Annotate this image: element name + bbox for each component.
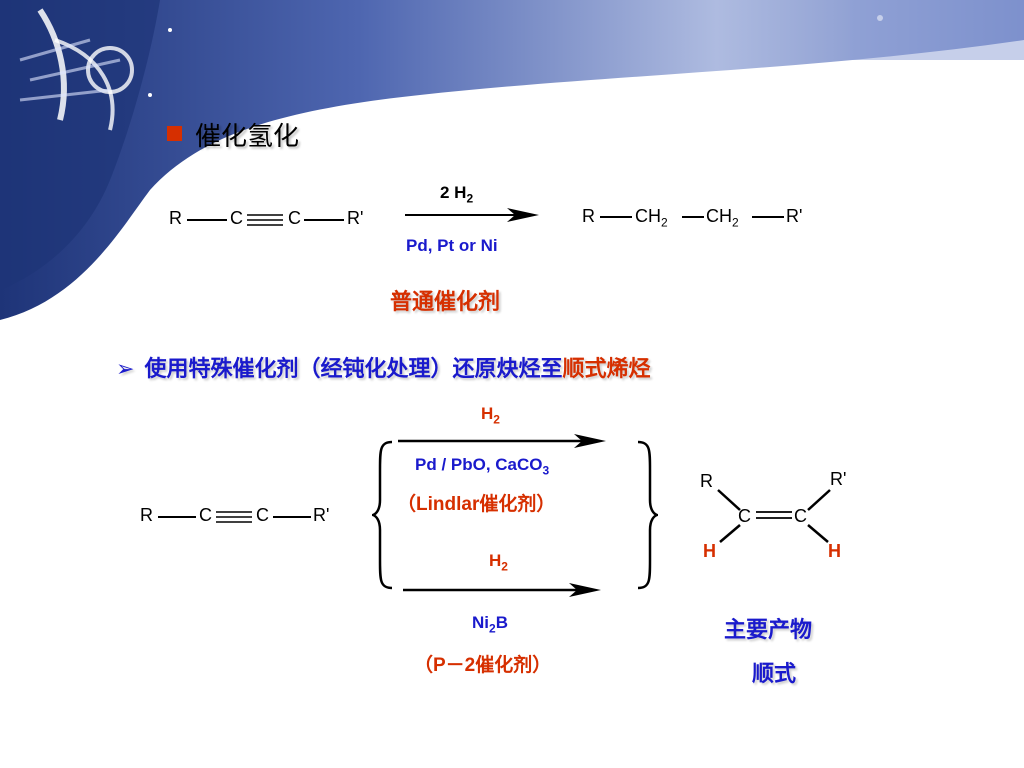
r2-path1-h: H — [481, 404, 494, 423]
r2-product-r: R — [700, 471, 713, 491]
r2-path1-cat-main: Pd / PbO, CaCO — [415, 455, 543, 474]
r2-reactant-rprime: R' — [313, 505, 330, 525]
r1-bond-single-1 — [187, 219, 227, 221]
r1-reagent-sub: 2 — [466, 191, 474, 206]
r1-reactant-r: R — [169, 208, 182, 228]
r1-product-ch2-b: CH2 — [706, 206, 739, 230]
r2-right-brace — [637, 440, 658, 590]
r1-reactant-c1: C — [230, 208, 243, 228]
r2-path2-arrow — [403, 583, 601, 597]
r2-product-c-left: C — [738, 506, 751, 526]
r1-product-bond-3 — [752, 216, 784, 218]
heading-text: 催化氢化 — [195, 121, 300, 151]
r2-path1-h-sub: 2 — [493, 412, 500, 427]
r2-product-h-right: H — [828, 541, 841, 561]
r2-product-rprime: R' — [830, 469, 847, 489]
r2-path2-h-sub: 2 — [501, 559, 508, 574]
r2-triple-bond — [216, 511, 252, 523]
bullet-text-blue: 使用特殊催化剂（经钝化处理）还原炔烃至 — [144, 356, 563, 381]
r1-reagent: 2 H2 — [440, 183, 473, 205]
heading-bullet-square — [167, 126, 182, 141]
r2-path2-catalyst: Ni2B — [472, 613, 508, 635]
r2-path2-reagent: H2 — [489, 551, 508, 573]
r2-path1-arrow — [398, 434, 606, 448]
r1-ch-a-sub: 2 — [661, 215, 668, 230]
r2-path1-reagent: H2 — [481, 404, 500, 426]
r1-reaction-arrow — [405, 208, 539, 222]
r2-path1-catalyst: Pd / PbO, CaCO3 — [415, 455, 549, 477]
r2-reactant-c2: C — [256, 505, 269, 525]
r2-path2-cat-sub: 2 — [489, 621, 496, 636]
r2-reactant-r: R — [140, 505, 153, 525]
r1-product-r: R — [582, 206, 595, 226]
r1-triple-bond — [247, 214, 283, 226]
r2-note-line1: 主要产物 — [724, 617, 813, 642]
r2-path1-cat-sub: 3 — [542, 463, 550, 478]
r2-bond-single-1 — [158, 516, 196, 518]
r2-bond-single-2 — [273, 516, 311, 518]
r2-path2-catalyst-name: （P－2催化剂） — [414, 655, 552, 676]
r1-product-bond-2 — [682, 216, 704, 218]
r1-product-bond-1 — [600, 216, 632, 218]
r2-product-c-right: C — [794, 506, 807, 526]
r1-catalyst: Pd, Pt or Ni — [406, 236, 498, 255]
r1-product-rprime: R' — [786, 206, 803, 226]
r2-left-brace — [372, 440, 393, 590]
r1-note: 普通催化剂 — [390, 289, 501, 314]
r2-note-line2: 顺式 — [752, 661, 797, 686]
r1-ch-b: CH — [706, 206, 732, 226]
r1-bond-single-2 — [304, 219, 344, 221]
r2-path1-catalyst-name: （Lindlar催化剂） — [397, 494, 556, 515]
r1-reactant-c2: C — [288, 208, 301, 228]
bullet-arrow-icon: ➢ — [116, 356, 135, 381]
r2-path2-cat-main: Ni — [472, 613, 489, 632]
r1-product-ch2-a: CH2 — [635, 206, 668, 230]
r1-ch-b-sub: 2 — [732, 215, 739, 230]
r1-ch-a: CH — [635, 206, 661, 226]
bullet-text-red: 顺式烯烃 — [562, 356, 651, 381]
r2-path2-h: H — [489, 551, 502, 570]
r2-product-bonds — [717, 489, 831, 543]
r2-path2-cat-tail: B — [495, 613, 508, 632]
r1-reagent-h2: 2 H — [440, 183, 467, 202]
r2-reactant-c1: C — [199, 505, 212, 525]
bullet-line: ➢ 使用特殊催化剂（经钝化处理）还原炔烃至顺式烯烃 — [116, 351, 650, 383]
r2-product-h-left: H — [703, 541, 716, 561]
r1-reactant-rprime: R' — [347, 208, 364, 228]
